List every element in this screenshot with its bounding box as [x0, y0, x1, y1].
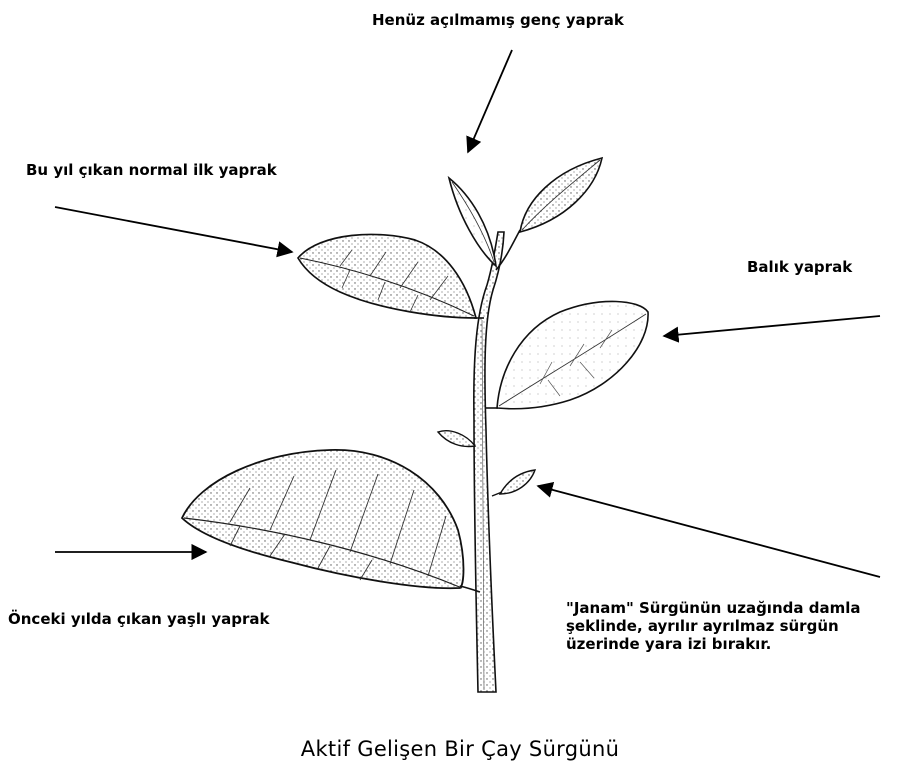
- arrow-young-leaf: [468, 50, 512, 152]
- label-janam-line1: "Janam" Sürgünün uzağında damla: [566, 598, 860, 618]
- label-old-leaf: Önceki yılda çıkan yaşlı yaprak: [8, 609, 269, 629]
- arrow-janam: [538, 486, 880, 577]
- label-fish-leaf: Balık yaprak: [747, 257, 852, 277]
- label-janam-line3: üzerinde yara izi bırakır.: [566, 634, 771, 654]
- label-janam-line2: şeklinde, ayrılır ayrılmaz sürgün: [566, 616, 839, 636]
- label-first-leaf: Bu yıl çıkan normal ilk yaprak: [26, 160, 277, 180]
- young-unopened-leaf: [449, 178, 496, 266]
- first-leaf: [298, 234, 476, 318]
- diagram-caption: Aktif Gelişen Bir Çay Sürgünü: [0, 737, 920, 761]
- label-young-unopened-leaf: Henüz açılmamış genç yaprak: [372, 10, 624, 30]
- janam-bud: [500, 470, 535, 494]
- arrow-first-leaf: [55, 207, 292, 252]
- main-stem: [474, 232, 504, 692]
- small-side-leaf-left: [438, 431, 475, 447]
- arrow-fish-leaf: [664, 316, 880, 336]
- old-leaf: [182, 450, 464, 588]
